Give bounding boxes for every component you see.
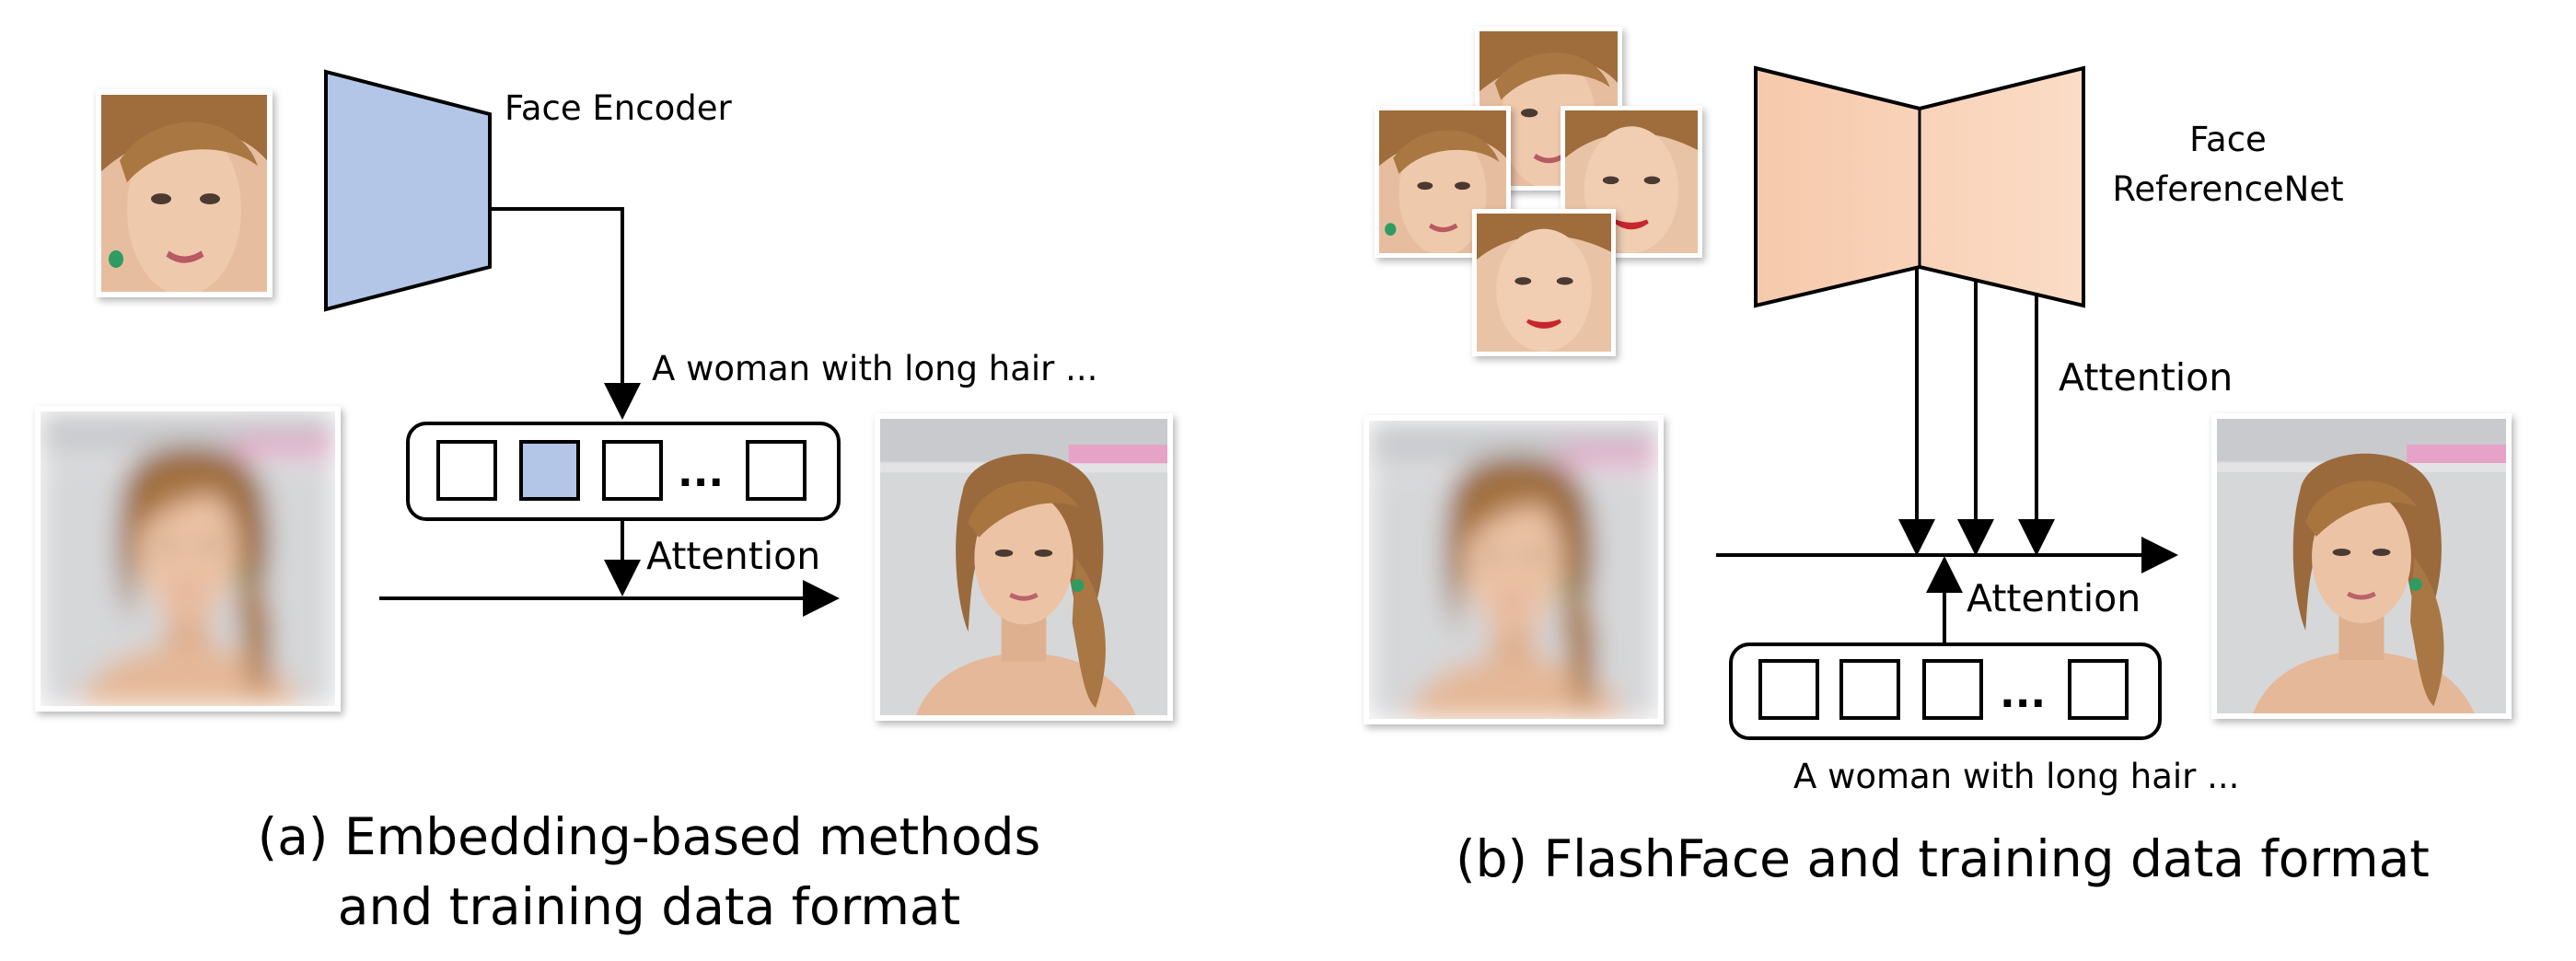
blurred-input-image [1363,415,1664,724]
token-ellipsis: ... [2000,670,2046,717]
blurred-input-image [35,406,341,712]
text-token-sequence: ... [1729,643,2162,740]
reference-face-photo [96,89,273,297]
referencenet-label-line2: ReferenceNet [2112,169,2343,209]
token-box [746,440,806,501]
token-box [1839,659,1900,720]
token-box [2068,659,2129,720]
caption-a-line2: and training data format [338,877,960,936]
output-image [875,413,1173,721]
attention-top-label: Attention [2059,355,2233,399]
face-encoder-block [324,69,492,312]
panel-b: Face ReferenceNet Attention Attention ..… [1363,27,2512,888]
reference-face-collage [1375,27,1702,356]
caption-b: (b) FlashFace and training data format [1456,829,2430,888]
output-image [2211,413,2512,719]
token-box [602,440,663,501]
panel-a: Face Encoder A woman with long hair ... … [35,69,1173,936]
prompt-text: A woman with long hair ... [1793,757,2239,796]
encoder-to-token-arrow [490,207,641,420]
token-box [436,440,497,501]
token-box [1758,659,1819,720]
prompt-text: A woman with long hair ... [652,349,1097,388]
token-box-highlighted [519,440,580,501]
face-encoder-label: Face Encoder [505,88,732,128]
token-box [1922,659,1983,720]
text-token-sequence: ... [406,422,841,521]
attention-bottom-label: Attention [1967,576,2141,620]
token-ellipsis: ... [678,449,724,496]
caption-a-line1: (a) Embedding-based methods [258,807,1040,866]
reference-face-photo [1472,209,1616,356]
referencenet-label-line1: Face [2189,120,2267,159]
attention-label: Attention [646,534,820,578]
